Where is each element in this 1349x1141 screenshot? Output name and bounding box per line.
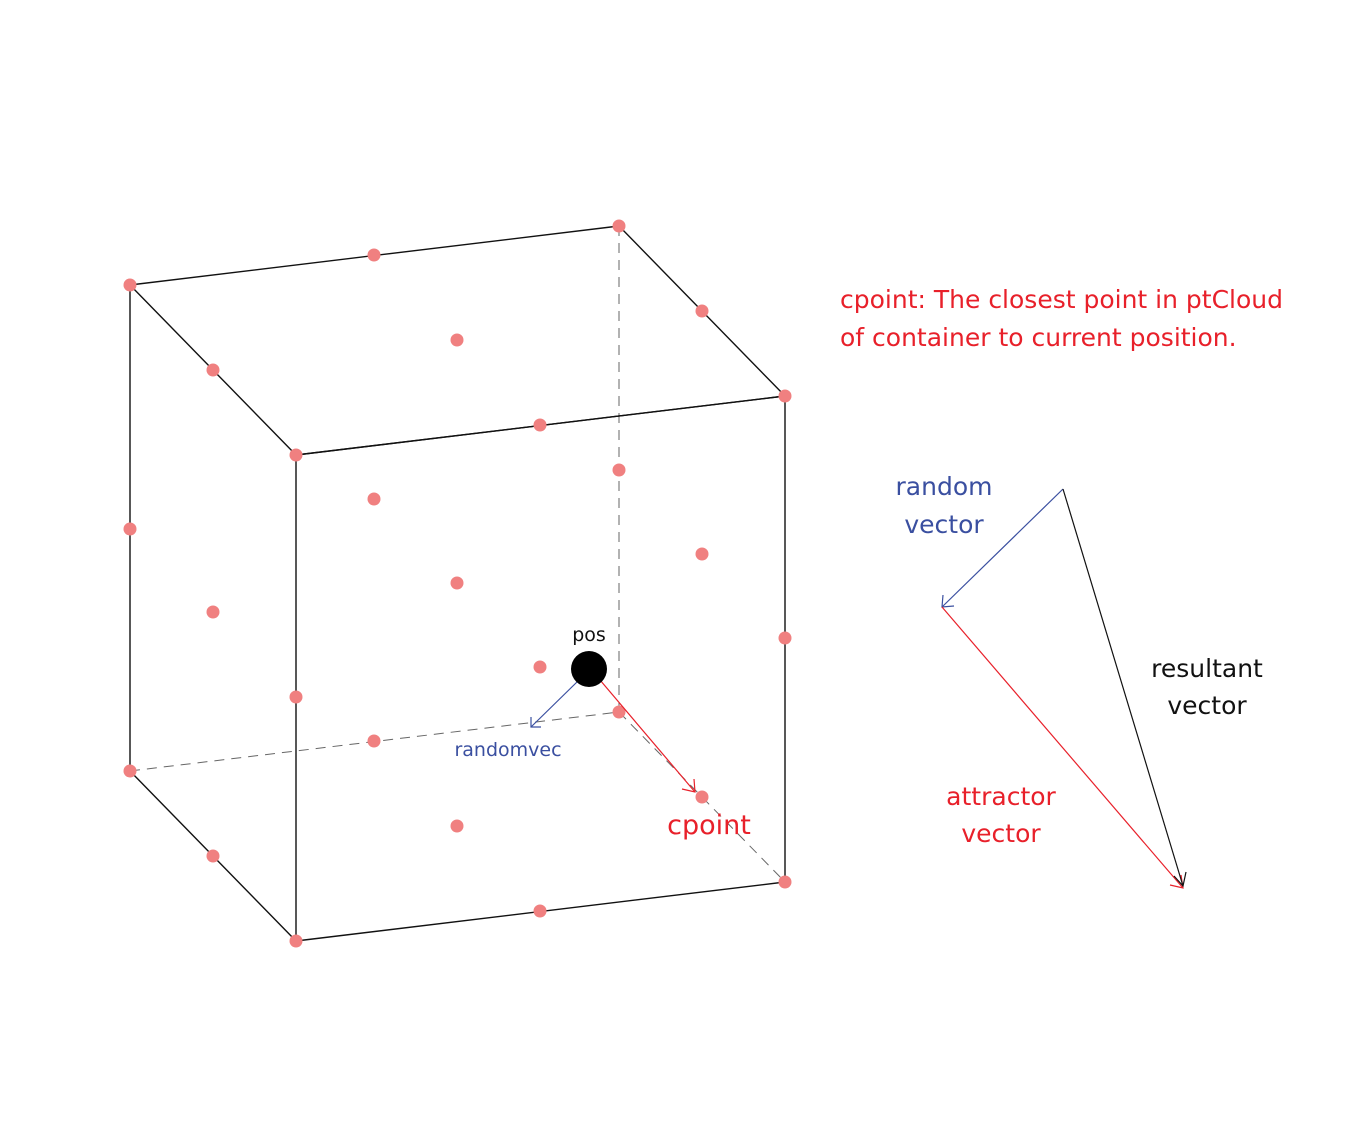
- cloud-point: [206, 605, 220, 619]
- cloud-point: [778, 631, 792, 645]
- cloud-point: [123, 522, 137, 536]
- cloud-point: [533, 904, 547, 918]
- randomvec-label: randomvec: [454, 739, 561, 761]
- cloud-point: [450, 333, 464, 347]
- attractor-vector-arrow: [941, 606, 1184, 889]
- random-vec-arrow: [530, 680, 579, 728]
- cloud-point: [367, 734, 381, 748]
- random-vector-label-1: random: [896, 472, 993, 501]
- resultant-vector-arrow: [1062, 488, 1187, 888]
- cloud-point: [533, 660, 547, 674]
- point-cloud: [123, 219, 792, 948]
- cloud-point: [778, 875, 792, 889]
- description-line-2: of container to current position.: [840, 323, 1237, 352]
- cpoint-arrow: [599, 679, 696, 793]
- attractor-vector-label-1: attractor: [946, 782, 1056, 811]
- hidden-edge-bottom-right: [618, 711, 786, 883]
- hidden-edges: [129, 226, 786, 883]
- cloud-point: [289, 448, 303, 462]
- cloud-point: [289, 690, 303, 704]
- cloud-point: [206, 849, 220, 863]
- cloud-point: [695, 547, 709, 561]
- pos-point: [571, 651, 607, 687]
- random-vector-arrow: [941, 488, 1064, 608]
- cloud-point: [367, 492, 381, 506]
- cpoint-label: cpoint: [667, 810, 751, 841]
- resultant-vector-label-2: vector: [1167, 691, 1247, 720]
- cloud-point: [123, 278, 137, 292]
- cloud-point: [778, 389, 792, 403]
- attractor-vector-label-2: vector: [961, 819, 1041, 848]
- cloud-point: [123, 764, 137, 778]
- cloud-point: [695, 304, 709, 318]
- cloud-point: [695, 790, 709, 804]
- cloud-point: [450, 819, 464, 833]
- cloud-point: [612, 705, 626, 719]
- cloud-point: [367, 248, 381, 262]
- cloud-point: [612, 463, 626, 477]
- cloud-point: [206, 363, 220, 377]
- cloud-point: [533, 418, 547, 432]
- cloud-point: [450, 576, 464, 590]
- pos-label: pos: [572, 624, 606, 646]
- cloud-point: [289, 934, 303, 948]
- cloud-point: [612, 219, 626, 233]
- description-line-1: cpoint: The closest point in ptCloud: [840, 285, 1283, 314]
- random-vector-label-2: vector: [904, 510, 984, 539]
- resultant-vector-label-1: resultant: [1151, 654, 1263, 683]
